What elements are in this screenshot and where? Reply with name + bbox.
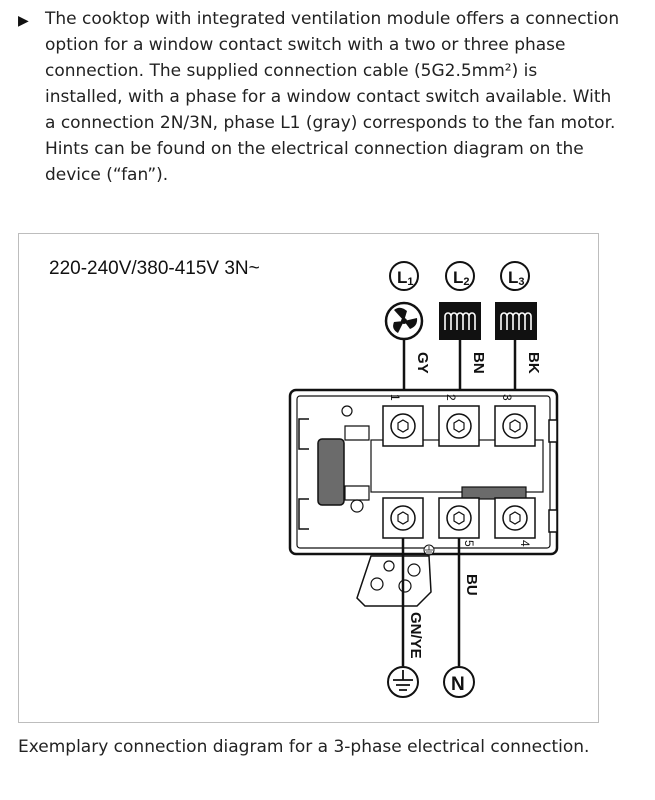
neutral-symbol: N <box>443 666 475 698</box>
earth-ground-icon <box>387 666 419 698</box>
terminal-number: 2 <box>444 394 458 401</box>
phase-l3-symbol: L3 <box>500 261 530 291</box>
wire-label-gnye: GN/YE <box>407 612 424 659</box>
svg-text:L1: L1 <box>397 268 414 288</box>
svg-text:L2: L2 <box>453 268 470 288</box>
svg-text:L3: L3 <box>508 268 525 288</box>
terminal-number: 4 <box>518 540 532 547</box>
wire-label-gy: GY <box>414 352 431 374</box>
wire-label-bn: BN <box>470 352 487 374</box>
heating-coil-icon <box>495 302 537 340</box>
terminal-number: 1 <box>388 394 402 401</box>
wire-label-bu: BU <box>463 574 480 596</box>
bullet-marker-icon: ▶ <box>18 13 29 29</box>
connection-diagram-figure: 220-240V/380-415V 3N~ L1 L2 L3 <box>18 233 599 723</box>
phase-l1-symbol: L1 <box>389 261 419 291</box>
wire-label-bk: BK <box>525 352 542 374</box>
wiring-diagram: L1 L2 L3 GY <box>288 261 559 698</box>
fan-icon <box>384 301 424 341</box>
terminal-number: 5 <box>462 540 476 547</box>
heating-coil-icon <box>439 302 481 340</box>
supply-voltage-label: 220-240V/380-415V 3N~ <box>49 258 260 279</box>
mounting-bracket <box>356 555 432 607</box>
svg-text:N: N <box>451 674 465 695</box>
terminal-block <box>288 388 559 556</box>
figure-caption: Exemplary connection diagram for a 3-pha… <box>18 737 590 757</box>
phase-l2-symbol: L2 <box>445 261 475 291</box>
terminal-number: 3 <box>500 394 514 401</box>
intro-paragraph: The cooktop with integrated ventilation … <box>45 9 620 185</box>
